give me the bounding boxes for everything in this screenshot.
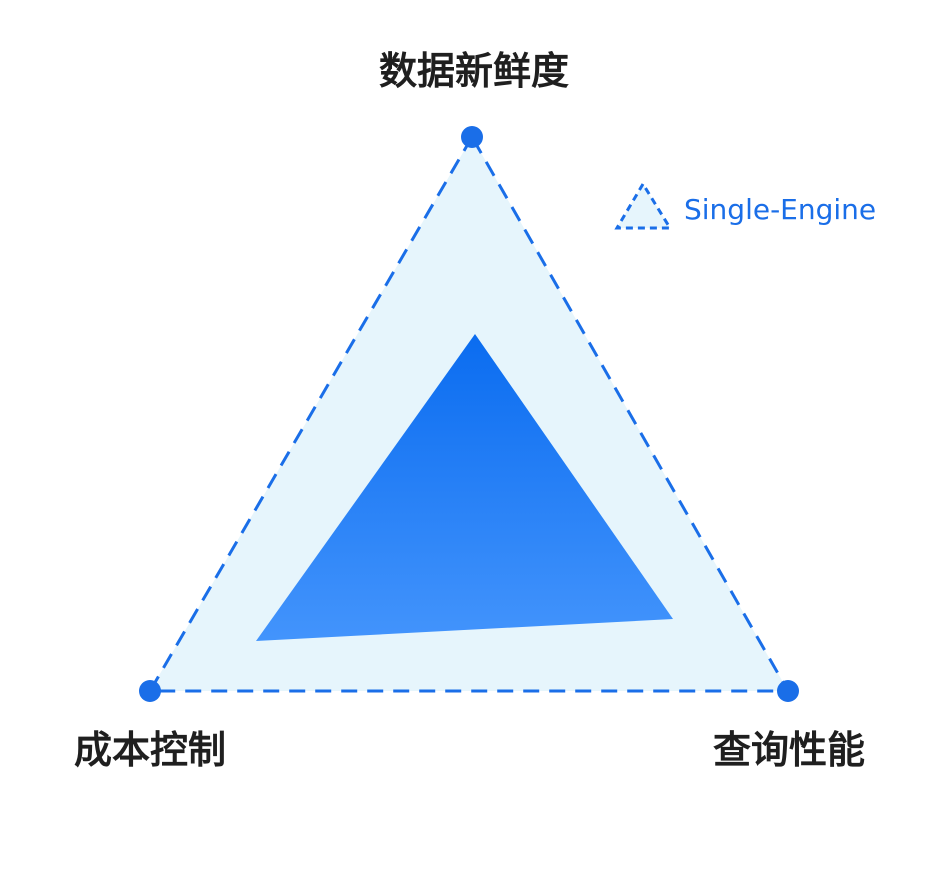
label-query-performance: 查询性能 (713, 728, 865, 772)
legend-label: Single-Engine (684, 193, 876, 226)
label-cost-control: 成本控制 (74, 728, 226, 772)
vertex-dot-top (461, 126, 483, 148)
vertex-dot-bottom-left (139, 680, 161, 702)
legend: Single-Engine (614, 181, 876, 230)
label-data-freshness: 数据新鲜度 (379, 49, 569, 93)
vertex-dot-bottom-right (777, 680, 799, 702)
inner-triangle (256, 334, 673, 641)
dashed-triangle-icon (614, 181, 673, 230)
